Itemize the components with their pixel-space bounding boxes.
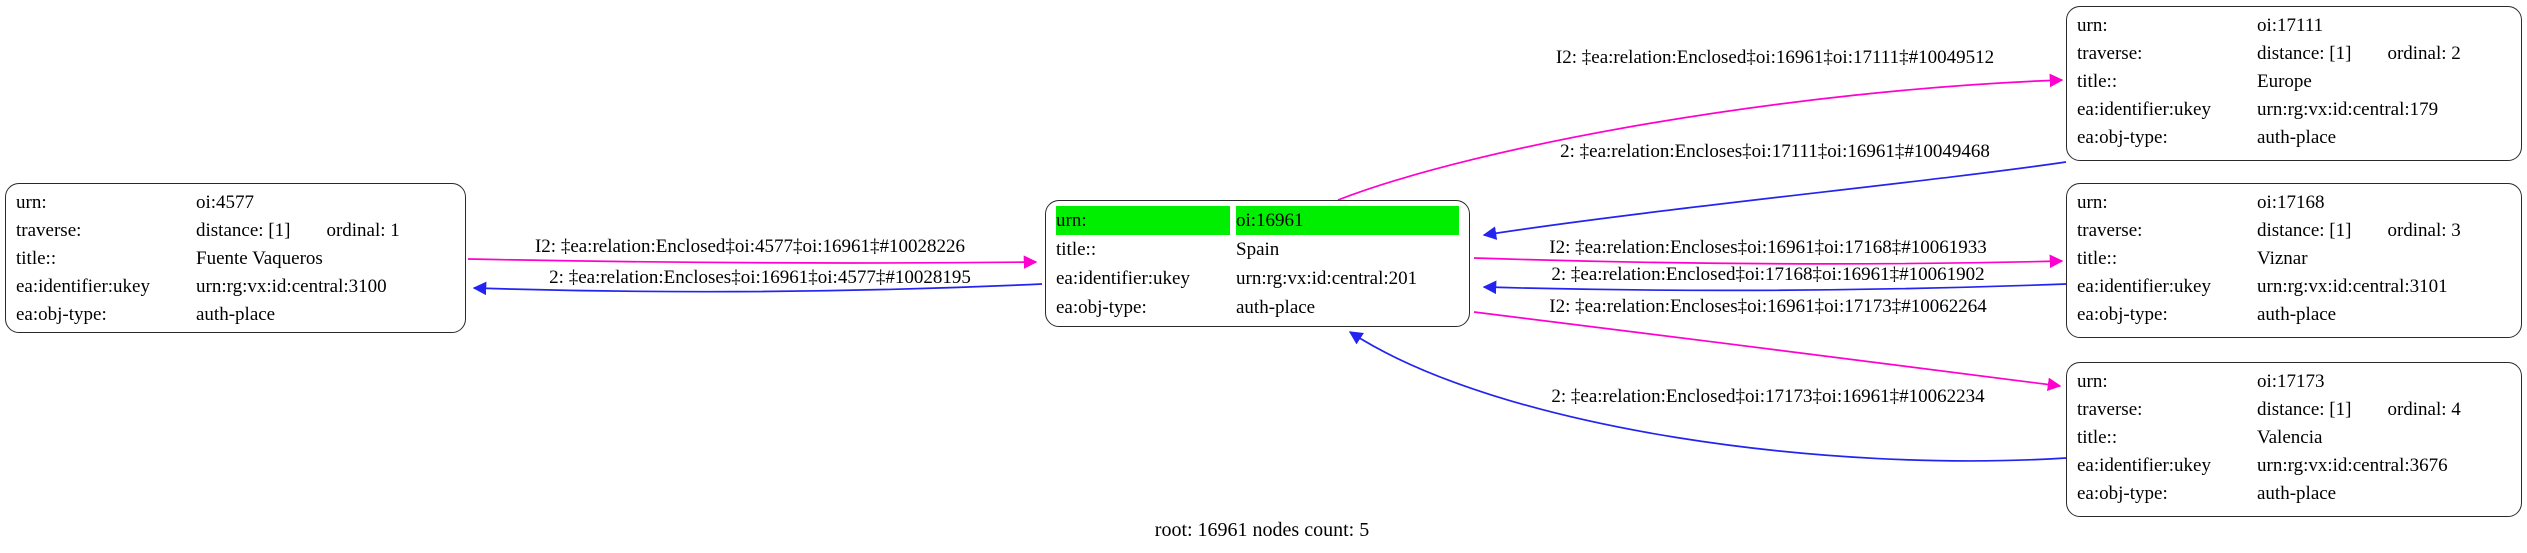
graph-node-spain-root: urn: oi:16961 title:: Spain ea:identifie…	[1045, 200, 1470, 327]
field-key: urn:	[1056, 206, 1230, 235]
node-row: title:: Viznar	[2077, 245, 2511, 273]
field-key: title::	[2077, 71, 2118, 92]
node-row: title:: Fuente Vaqueros	[16, 245, 455, 273]
edge-encloses-16961-4577	[472, 281, 1043, 296]
node-row: ea:identifier:ukey urn:rg:vx:id:central:…	[16, 273, 455, 301]
graph-node-viznar: urn: oi:17168 traverse: distance: [1]ord…	[2066, 183, 2522, 338]
field-key: ea:obj-type:	[2077, 304, 2168, 325]
field-key: title::	[1056, 239, 1097, 260]
field-key: traverse:	[2077, 220, 2143, 241]
field-key: urn:	[16, 192, 47, 213]
edge-enclosed-16961-17111	[1337, 73, 2064, 201]
field-value: Valencia	[2257, 427, 2323, 448]
edge-label-encloses-17111-16961: 2: ‡ea:relation:Encloses‡oi:17111‡oi:169…	[1560, 141, 1990, 162]
node-row: traverse: distance: [1]ordinal: 1	[16, 217, 455, 245]
node-row: urn: oi:17173	[2077, 368, 2511, 396]
field-value: auth-place	[1236, 297, 1316, 318]
graph-node-fuente-vaqueros: urn: oi:4577 traverse: distance: [1]ordi…	[5, 183, 466, 333]
field-value: Fuente Vaqueros	[196, 248, 323, 269]
field-key: ea:identifier:ukey	[1056, 268, 1190, 289]
node-row: urn: oi:17111	[2077, 12, 2511, 40]
field-key: ea:identifier:ukey	[16, 276, 150, 297]
field-value: oi:17111	[2257, 15, 2324, 36]
node-row: traverse: distance: [1]ordinal: 4	[2077, 396, 2511, 424]
node-row: ea:obj-type: auth-place	[2077, 301, 2511, 329]
field-value-ordinal: ordinal: 4	[2387, 399, 2461, 420]
field-value: urn:rg:vx:id:central:179	[2257, 99, 2439, 120]
node-row: urn: oi:4577	[16, 189, 455, 217]
edge-label-enclosed-17173-16961: 2: ‡ea:relation:Enclosed‡oi:17173‡oi:169…	[1551, 386, 1985, 407]
field-value: distance: [1]ordinal: 4	[2257, 399, 2461, 420]
field-value: urn:rg:vx:id:central:3101	[2257, 276, 2448, 297]
edge-label-enclosed-4577-16961: I2: ‡ea:relation:Enclosed‡oi:4577‡oi:169…	[534, 236, 966, 257]
node-row: ea:identifier:ukey urn:rg:vx:id:central:…	[1056, 264, 1459, 293]
field-value: Spain	[1236, 239, 1280, 260]
field-value: oi:4577	[196, 192, 255, 213]
field-key: urn:	[2077, 371, 2108, 392]
field-key: traverse:	[16, 220, 82, 241]
graph-caption: root: 16961 nodes count: 5	[1154, 519, 1370, 541]
edge-encloses-16961-17173	[1473, 311, 2062, 392]
field-key: traverse:	[2077, 43, 2143, 64]
node-row: ea:obj-type: auth-place	[16, 301, 455, 329]
field-value: urn:rg:vx:id:central:3100	[196, 276, 387, 297]
edge-label-encloses-16961-4577: 2: ‡ea:relation:Encloses‡oi:16961‡oi:457…	[549, 267, 971, 288]
field-key: urn:	[2077, 192, 2108, 213]
field-value: oi:16961	[1236, 206, 1459, 235]
field-value: distance: [1]ordinal: 2	[2257, 43, 2461, 64]
field-value-ordinal: ordinal: 2	[2387, 43, 2461, 64]
field-value-ordinal: ordinal: 3	[2387, 220, 2461, 241]
field-value: Europe	[2257, 71, 2312, 92]
edge-label-enclosed-16961-17111: I2: ‡ea:relation:Enclosed‡oi:16961‡oi:17…	[1555, 47, 1995, 68]
field-key: ea:obj-type:	[1056, 297, 1147, 318]
node-row: title:: Valencia	[2077, 424, 2511, 452]
field-key: title::	[2077, 427, 2118, 448]
node-row: title:: Spain	[1056, 235, 1459, 264]
node-row: ea:obj-type: auth-place	[1056, 293, 1459, 322]
field-key: ea:obj-type:	[16, 304, 107, 325]
field-key: ea:identifier:ukey	[2077, 99, 2211, 120]
edge-enclosed-17168-16961	[1482, 280, 2067, 295]
field-key: ea:identifier:ukey	[2077, 276, 2211, 297]
field-key: ea:obj-type:	[2077, 483, 2168, 504]
field-key: traverse:	[2077, 399, 2143, 420]
field-value: distance: [1]ordinal: 3	[2257, 220, 2461, 241]
graph-node-valencia: urn: oi:17173 traverse: distance: [1]ord…	[2066, 362, 2522, 517]
edge-label-enclosed-17168-16961: 2: ‡ea:relation:Enclosed‡oi:17168‡oi:169…	[1551, 264, 1985, 285]
field-key: title::	[2077, 248, 2118, 269]
node-row: ea:identifier:ukey urn:rg:vx:id:central:…	[2077, 96, 2511, 124]
field-value: auth-place	[196, 304, 276, 325]
edge-label-encloses-16961-17173: I2: ‡ea:relation:Encloses‡oi:16961‡oi:17…	[1549, 296, 1987, 317]
field-value: oi:17168	[2257, 192, 2325, 213]
field-value: auth-place	[2257, 304, 2337, 325]
field-value: auth-place	[2257, 483, 2337, 504]
field-value: Viznar	[2257, 248, 2308, 269]
edge-encloses-17111-16961	[1482, 161, 2067, 240]
node-row: traverse: distance: [1]ordinal: 3	[2077, 217, 2511, 245]
field-key: urn:	[2077, 15, 2108, 36]
edge-enclosed-17173-16961	[1348, 331, 2067, 462]
field-value: urn:rg:vx:id:central:3676	[2257, 455, 2448, 476]
node-row-highlighted: urn: oi:16961	[1056, 206, 1459, 235]
edge-label-encloses-16961-17168: I2: ‡ea:relation:Encloses‡oi:16961‡oi:17…	[1549, 237, 1987, 258]
node-row: ea:identifier:ukey urn:rg:vx:id:central:…	[2077, 273, 2511, 301]
field-value: distance: [1]ordinal: 1	[196, 220, 400, 241]
node-row: ea:identifier:ukey urn:rg:vx:id:central:…	[2077, 452, 2511, 480]
field-value: oi:17173	[2257, 371, 2325, 392]
field-key: ea:obj-type:	[2077, 127, 2168, 148]
field-value: auth-place	[2257, 127, 2337, 148]
edge-enclosed-4577-16961	[467, 255, 1038, 269]
node-row: title:: Europe	[2077, 68, 2511, 96]
node-row: ea:obj-type: auth-place	[2077, 480, 2511, 508]
node-row: ea:obj-type: auth-place	[2077, 124, 2511, 152]
node-row: traverse: distance: [1]ordinal: 2	[2077, 40, 2511, 68]
node-row: urn: oi:17168	[2077, 189, 2511, 217]
edge-encloses-16961-17168	[1473, 254, 2064, 269]
graph-node-europe: urn: oi:17111 traverse: distance: [1]ord…	[2066, 6, 2522, 161]
field-value-ordinal: ordinal: 1	[326, 220, 400, 241]
field-value: urn:rg:vx:id:central:201	[1236, 268, 1418, 289]
field-key: ea:identifier:ukey	[2077, 455, 2211, 476]
field-key: title::	[16, 248, 57, 269]
